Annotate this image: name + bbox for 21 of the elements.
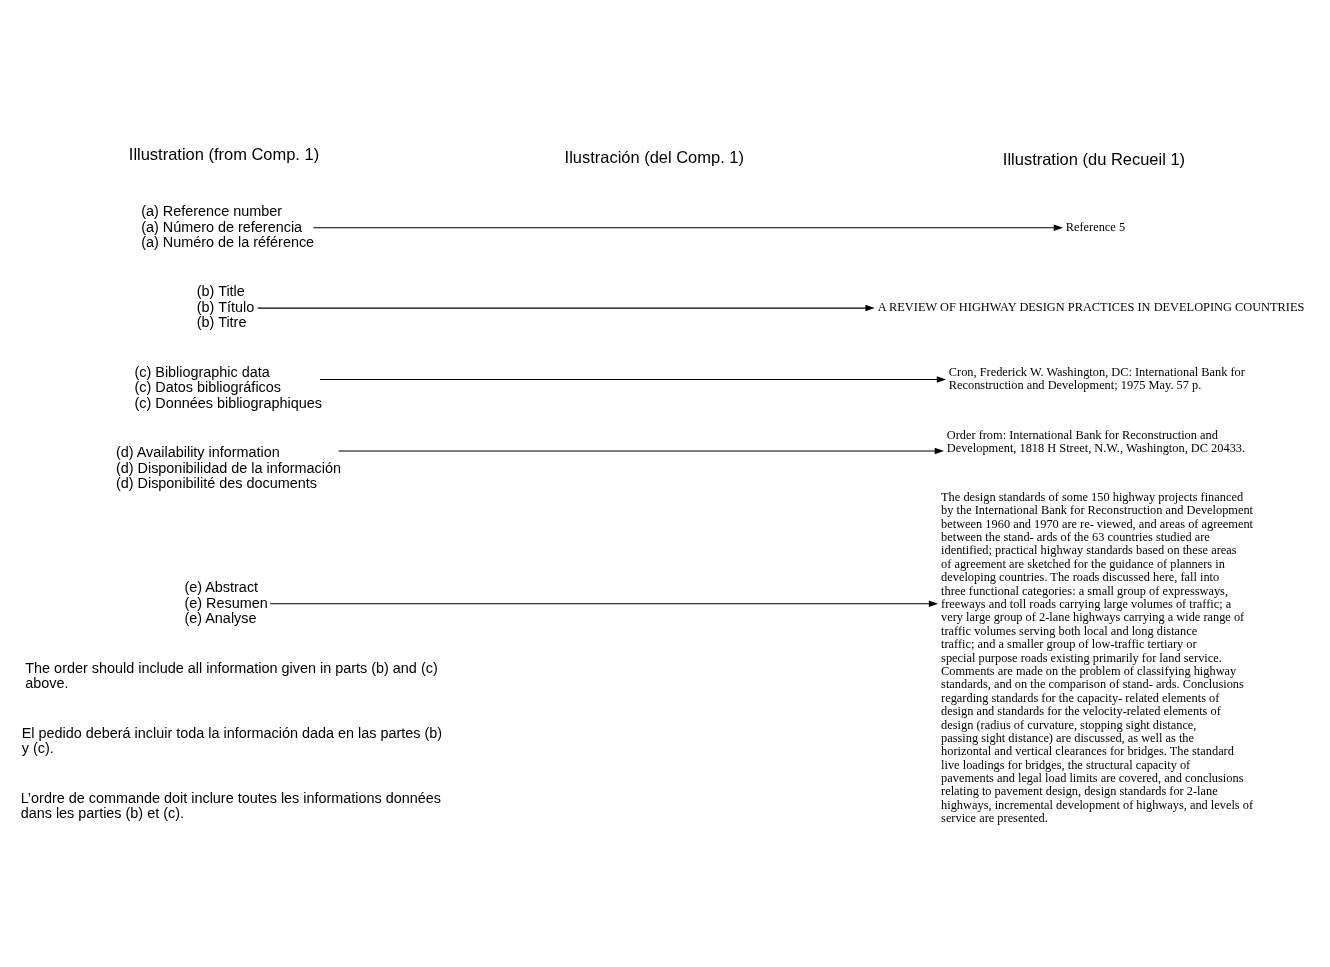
label: Ilustración (del Comp. 1) <box>564 147 744 166</box>
node-text: (e) Abstract (e) Resumen (e) Analyse <box>184 579 268 627</box>
arrow <box>319 376 947 383</box>
node-text: The design standards of some 150 highway projects financed by the International Bank for Reconstruction and Development between 1960 and 1970 are re- viewed, and areas of agreement between the stand- ards of the 63 countries studied are identified; practical highway standards based on these areas of agreement are sketched for the guidance of planners in developing countries. The roads discussed here, fall into three functional categories: a small group of expressways, freeways and toll roads carrying large volumes of traffic; a very large group of 2-lane highways carrying a wide range of traffic volumes serving both local and long distance traffic; and a smaller group of low-traffic tertiary or special purpose roads existing primarily for land service. Comments are made on the problem of classifying highway standards, and on the comparison of stand- ards. Conclusions regarding standards for the capacity- related elements of design and standards for the velocity-related elements of design (radius of curvature, stopping sight distance, passing sight distance) are discussed, as well as the horizontal and vertical clearances for bridges. The standard live loadings for bridges, the structural capacity of pavements and legal load limits are covered, and conclusions relating to pavement design, design standards for 2-lane highways, incremental development of highways, and levels of service are presented. <box>941 489 1254 826</box>
node-text: (d) Availability information (d) Disponibilidad de la información (d) Disponibilité des documents <box>115 444 341 492</box>
node-text: Cron, Frederick W. Washington, DC: International Bank for Reconstruction and Development; 1975 May. 57 p. <box>948 364 1245 393</box>
node-text: Reference 5 <box>1065 219 1126 234</box>
arrow <box>312 224 1063 232</box>
node-text: (c) Bibliographic data (c) Datos bibliográficos (c) Données bibliographiques <box>134 363 322 411</box>
node-text: (a) Reference number (a) Número de referencia (a) Numéro de la référence <box>141 203 315 251</box>
node-text: (b) Title (b) Título (b) Titre <box>196 283 255 331</box>
label: El pedido deberá incluir toda la información dada en las partes (b) y (c). <box>21 724 443 757</box>
label: The order should include all information given in parts (b) and (c) above. <box>25 659 438 692</box>
label: Illustration (du Recueil 1) <box>1002 149 1186 168</box>
label: L’ordre de commande doit inclure toutes les informations données dans les parties (b) et (c). <box>20 789 442 822</box>
arrow <box>337 447 944 455</box>
node-text: A REVIEW OF HIGHWAY DESIGN PRACTICES IN DEVELOPING COUNTRIES <box>877 300 1305 315</box>
label: Illustration (from Comp. 1) <box>128 144 320 163</box>
arrow <box>257 304 875 312</box>
arrow <box>269 600 939 607</box>
node-text: Order from: International Bank for Reconstruction and Development, 1818 H Street, N.W., Washington, DC 20433. <box>946 427 1246 455</box>
